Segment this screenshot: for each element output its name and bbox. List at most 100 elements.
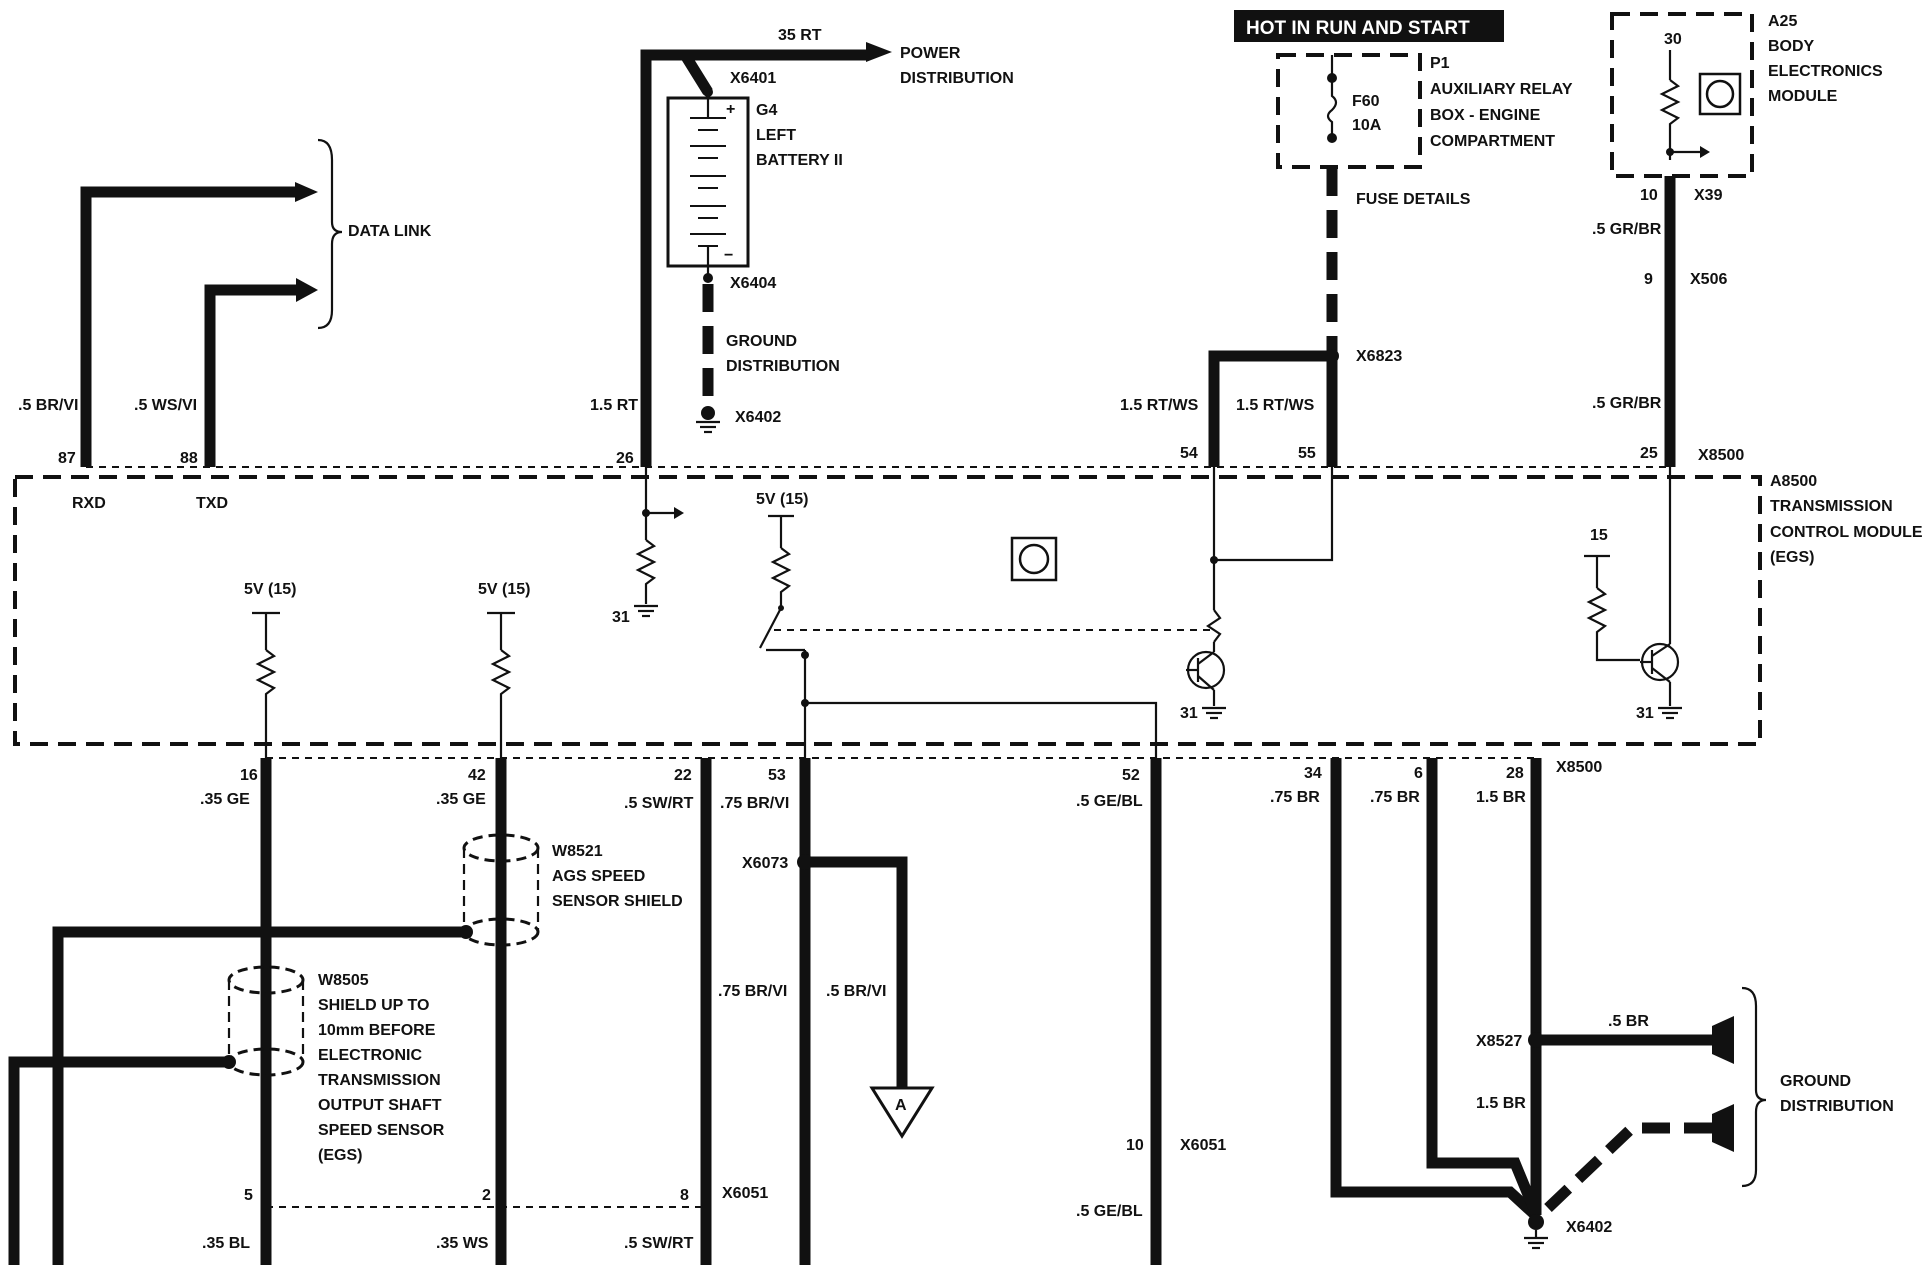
- tcm-name-3: CONTROL MODULE: [1770, 524, 1923, 541]
- wire-15rt: 1.5 RT: [590, 397, 638, 414]
- fuse-rating: 10A: [1352, 117, 1382, 134]
- pin-10-x6051: 10: [1126, 1137, 1144, 1154]
- wire-5brvi: .5 BR/VI: [826, 983, 886, 1000]
- fuse-box-group: F60 10A P1 AUXILIARY RELAY BOX - ENGINE …: [1120, 53, 1573, 467]
- fuse-details: FUSE DETAILS: [1356, 191, 1471, 208]
- gnd-31-a: 31: [612, 609, 630, 626]
- w8505-8: (EGS): [318, 1147, 362, 1164]
- conn-x8500-top: X8500: [1698, 447, 1744, 464]
- hot-in-run-header: HOT IN RUN AND START: [1234, 10, 1504, 42]
- pin-28: 28: [1506, 765, 1524, 782]
- pin-26: 26: [616, 450, 634, 467]
- hot-in-run-label: HOT IN RUN AND START: [1246, 18, 1470, 39]
- pin-55: 55: [1298, 445, 1316, 462]
- ground-dist-2: DISTRIBUTION: [726, 358, 840, 375]
- wire-rxd: .5 BR/VI: [18, 397, 78, 414]
- pin-10-x39: 10: [1640, 187, 1658, 204]
- w8505-4: ELECTRONIC: [318, 1047, 422, 1064]
- wire-53: .75 BR/VI: [720, 795, 789, 812]
- v5-pin42: 5V (15): [478, 581, 530, 598]
- x6051-group: 5 2 8 X6051 .35 BL .35 WS .5 SW/RT 10 X6…: [202, 1137, 1226, 1252]
- w8521-1: W8521: [552, 843, 603, 860]
- battery-plus: +: [726, 101, 735, 118]
- gnd-31-b: 31: [1180, 705, 1198, 722]
- conn-x6401: X6401: [730, 70, 776, 87]
- tcm-name-2: TRANSMISSION: [1770, 498, 1893, 515]
- pin-5: 5: [244, 1187, 253, 1204]
- wire-16: .35 GE: [200, 791, 250, 808]
- w8505-1: W8505: [318, 972, 369, 989]
- ref-a-triangle: [869, 1086, 935, 1139]
- data-link-group: DATA LINK .5 BR/VI .5 WS/VI 87 88 RXD TX…: [18, 138, 432, 512]
- battery-minus: −: [724, 247, 733, 264]
- w8505-2: SHIELD UP TO: [318, 997, 429, 1014]
- fuse-box-1: P1: [1430, 55, 1450, 72]
- wire-5gebl-b: .5 GE/BL: [1076, 1203, 1143, 1220]
- fuse-box-3: BOX - ENGINE: [1430, 107, 1541, 124]
- tcm-module-boundary: [13, 475, 1762, 746]
- splice-x6823: X6823: [1356, 348, 1402, 365]
- w8505-3: 10mm BEFORE: [318, 1022, 436, 1039]
- ground-right-group: X8527 .5 BR 1.5 BR X6402 GROUND DISTRIBU…: [1476, 986, 1894, 1250]
- wire-rtws-left: 1.5 RT/WS: [1120, 397, 1199, 414]
- conn-x6404: X6404: [730, 275, 776, 292]
- pin-52: 52: [1122, 767, 1140, 784]
- ref-a-label: A: [895, 1097, 907, 1114]
- pin-6: 6: [1414, 765, 1423, 782]
- conn-x6051-b: X6051: [1180, 1137, 1226, 1154]
- splice-x6073: X6073: [742, 855, 788, 872]
- conn-x506: X506: [1690, 271, 1727, 288]
- x6073-group: A X6073 .75 BR/VI .5 BR/VI: [718, 854, 935, 1139]
- battery-name-2: LEFT: [756, 127, 796, 144]
- wire-22: .5 SW/RT: [624, 795, 694, 812]
- wire-52: .5 GE/BL: [1076, 793, 1143, 810]
- w8505-6: OUTPUT SHAFT: [318, 1097, 442, 1114]
- wire-34: .75 BR: [1270, 789, 1320, 806]
- battery-name-3: BATTERY II: [756, 152, 843, 169]
- conn-x6051-a: X6051: [722, 1185, 768, 1202]
- pin-txd: 88: [180, 450, 198, 467]
- w8505-7: SPEED SENSOR: [318, 1122, 445, 1139]
- wire-75brvi: .75 BR/VI: [718, 983, 787, 1000]
- fuse-id: F60: [1352, 93, 1380, 110]
- wire-35rt: 35 RT: [778, 27, 822, 44]
- tcm-name-4: (EGS): [1770, 549, 1814, 566]
- shields: W8521 AGS SPEED SENSOR SHIELD W8505 SHIE…: [8, 833, 683, 1265]
- pin-54: 54: [1180, 445, 1198, 462]
- a25-name-3: ELECTRONICS: [1768, 63, 1883, 80]
- pin-25: 25: [1640, 445, 1658, 462]
- wire-grbr-2: .5 GR/BR: [1592, 395, 1662, 412]
- tcm-module-icon: [1010, 536, 1058, 582]
- power-dist-1: POWER: [900, 45, 961, 62]
- tcm-internal: A8500 TRANSMISSION CONTROL MODULE (EGS) …: [244, 467, 1923, 758]
- a25-name-1: A25: [1768, 13, 1797, 30]
- wire-grbr-1: .5 GR/BR: [1592, 221, 1662, 238]
- pin-42: 42: [468, 767, 486, 784]
- ground-dist-r-2: DISTRIBUTION: [1780, 1098, 1894, 1115]
- a25-name-4: MODULE: [1768, 88, 1838, 105]
- pin-30: 30: [1664, 31, 1682, 48]
- conn-x39: X39: [1694, 187, 1723, 204]
- gnd-31-c: 31: [1636, 705, 1654, 722]
- data-link-label: DATA LINK: [348, 223, 432, 240]
- battery-group: 35 RT POWER DISTRIBUTION X6401 + − G4 LE…: [590, 27, 1014, 467]
- pin-9: 9: [1644, 271, 1653, 288]
- battery-name-1: G4: [756, 102, 777, 119]
- txd-label: TXD: [196, 495, 228, 512]
- wire-42: .35 GE: [436, 791, 486, 808]
- pin-rxd: 87: [58, 450, 76, 467]
- conn-x6402-top: X6402: [735, 409, 781, 426]
- wire-txd: .5 WS/VI: [134, 397, 197, 414]
- w8521-2: AGS SPEED: [552, 868, 645, 885]
- wire-6: .75 BR: [1370, 789, 1420, 806]
- wire-35bl: .35 BL: [202, 1235, 250, 1252]
- v5-switch: 5V (15): [756, 491, 808, 508]
- conn-x8500-bottom: X8500: [1556, 759, 1602, 776]
- pin-53: 53: [768, 767, 786, 784]
- fuse-box-2: AUXILIARY RELAY: [1430, 81, 1573, 98]
- ground-x6402: X6402: [1566, 1219, 1612, 1236]
- pin-16: 16: [240, 767, 258, 784]
- ground-dist-1: GROUND: [726, 333, 797, 350]
- a25-name-2: BODY: [1768, 38, 1815, 55]
